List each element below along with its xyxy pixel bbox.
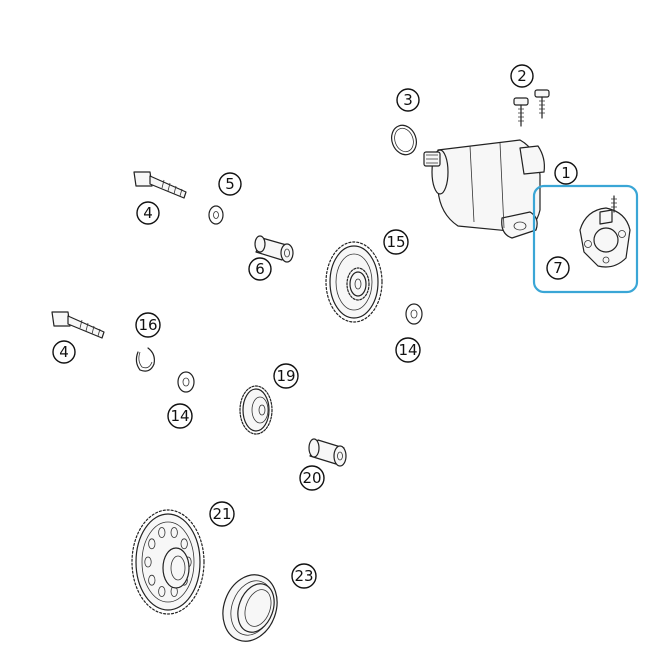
- svg-text:4: 4: [59, 343, 69, 361]
- svg-text:5: 5: [225, 175, 235, 193]
- gear-hole: [180, 538, 188, 550]
- svg-text:2: 2: [517, 67, 527, 85]
- svg-text:19: 19: [276, 367, 295, 385]
- callout-14-left: 14: [167, 403, 193, 429]
- washer-part-14-left[interactable]: [177, 371, 195, 393]
- callout-15: 15: [383, 229, 409, 255]
- gear-hole: [148, 538, 156, 550]
- gear-hole: [144, 556, 152, 568]
- svg-text:21: 21: [212, 505, 231, 523]
- callout-4-upper: 4: [136, 201, 160, 225]
- callout-5: 5: [218, 172, 242, 196]
- svg-text:4: 4: [143, 204, 153, 222]
- callout-19: 19: [273, 363, 299, 389]
- o-ring-part-3[interactable]: [388, 122, 421, 158]
- washer-part-5[interactable]: [208, 205, 224, 225]
- callout-4-lower: 4: [52, 340, 76, 364]
- svg-text:14: 14: [170, 407, 189, 425]
- long-bolt-part-4-lower[interactable]: [51, 311, 105, 339]
- circlip-part-16[interactable]: [135, 347, 155, 372]
- gear-hole: [158, 586, 166, 597]
- svg-text:20: 20: [302, 469, 321, 487]
- long-bolt-part-4-upper[interactable]: [133, 171, 187, 199]
- callout-21: 21: [209, 501, 235, 527]
- svg-text:1: 1: [561, 164, 571, 182]
- svg-text:16: 16: [138, 316, 157, 334]
- callout-20: 20: [299, 465, 325, 491]
- bushing-part-20[interactable]: [308, 438, 347, 467]
- part-7-highlight-frame: [532, 184, 639, 294]
- gear-part-19[interactable]: [239, 385, 273, 435]
- callout-3: 3: [396, 88, 420, 112]
- bushing-part-6[interactable]: [254, 235, 294, 263]
- brush-holder-part-7[interactable]: [579, 195, 631, 268]
- svg-text:3: 3: [403, 91, 413, 109]
- gear-part-21[interactable]: [131, 509, 205, 615]
- svg-text:15: 15: [386, 233, 405, 251]
- bolts-part-2[interactable]: [513, 89, 550, 127]
- callout-6: 6: [248, 257, 272, 281]
- gear-hole: [148, 574, 156, 586]
- washer-part-14-right[interactable]: [405, 303, 423, 325]
- gear-part-15[interactable]: [325, 241, 383, 323]
- svg-text:6: 6: [255, 260, 265, 278]
- callout-1: 1: [554, 161, 578, 185]
- callout-7: 7: [546, 256, 570, 280]
- gear-hole: [170, 527, 178, 538]
- callout-16: 16: [135, 312, 161, 338]
- starter-motor-part-1[interactable]: [423, 139, 545, 239]
- gear-hole: [158, 527, 166, 538]
- callout-14-right: 14: [395, 337, 421, 363]
- callout-23: 23: [291, 563, 317, 589]
- svg-text:7: 7: [553, 259, 563, 277]
- svg-text:14: 14: [398, 341, 417, 359]
- callout-2: 2: [510, 64, 534, 88]
- bearing-part-23[interactable]: [214, 567, 286, 649]
- svg-text:23: 23: [294, 567, 313, 585]
